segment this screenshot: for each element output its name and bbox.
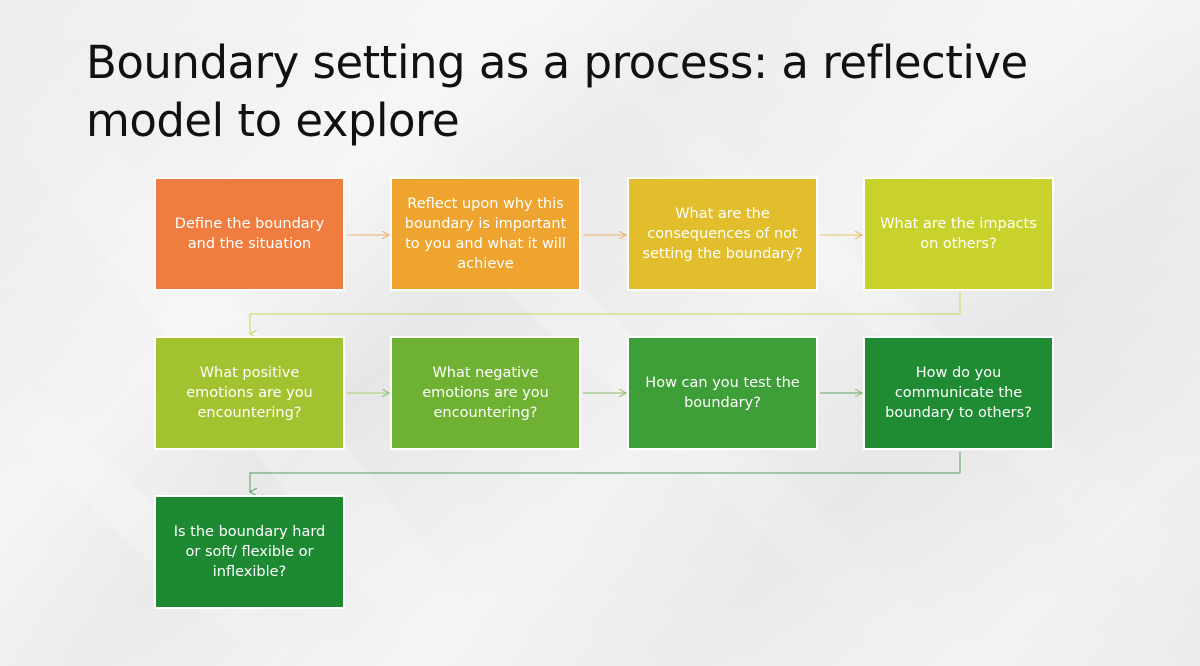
step-label: How can you test the boundary? [645,375,800,411]
arrow-step4-to-step5 [250,293,961,334]
slide-title: Boundary setting as a process: a reflect… [86,36,1028,147]
step-box-test-boundary: How can you test the boundary? [627,336,818,450]
step-label: What are the impacts on others? [880,216,1037,252]
arrow-step8-to-step9 [250,452,961,492]
step-label: Is the boundary hard or soft/ flexible o… [173,524,326,580]
step-box-reflect-why: Reflect upon why this boundary is import… [390,177,581,291]
step-box-impacts-on-others: What are the impacts on others? [863,177,1054,291]
step-label: What positive emotions are you encounter… [186,365,313,421]
step-box-negative-emotions: What negative emotions are you encounter… [390,336,581,450]
step-label: What are the consequences of not setting… [642,206,803,262]
step-box-communicate-boundary: How do you communicate the boundary to o… [863,336,1054,450]
step-box-define-boundary: Define the boundary and the situation [154,177,345,291]
step-label: What negative emotions are you encounter… [422,365,549,421]
step-label: Define the boundary and the situation [174,216,325,252]
step-box-hard-or-soft: Is the boundary hard or soft/ flexible o… [154,495,345,609]
step-label: How do you communicate the boundary to o… [885,365,1032,421]
step-box-consequences: What are the consequences of not setting… [627,177,818,291]
step-label: Reflect upon why this boundary is import… [404,196,567,272]
step-box-positive-emotions: What positive emotions are you encounter… [154,336,345,450]
